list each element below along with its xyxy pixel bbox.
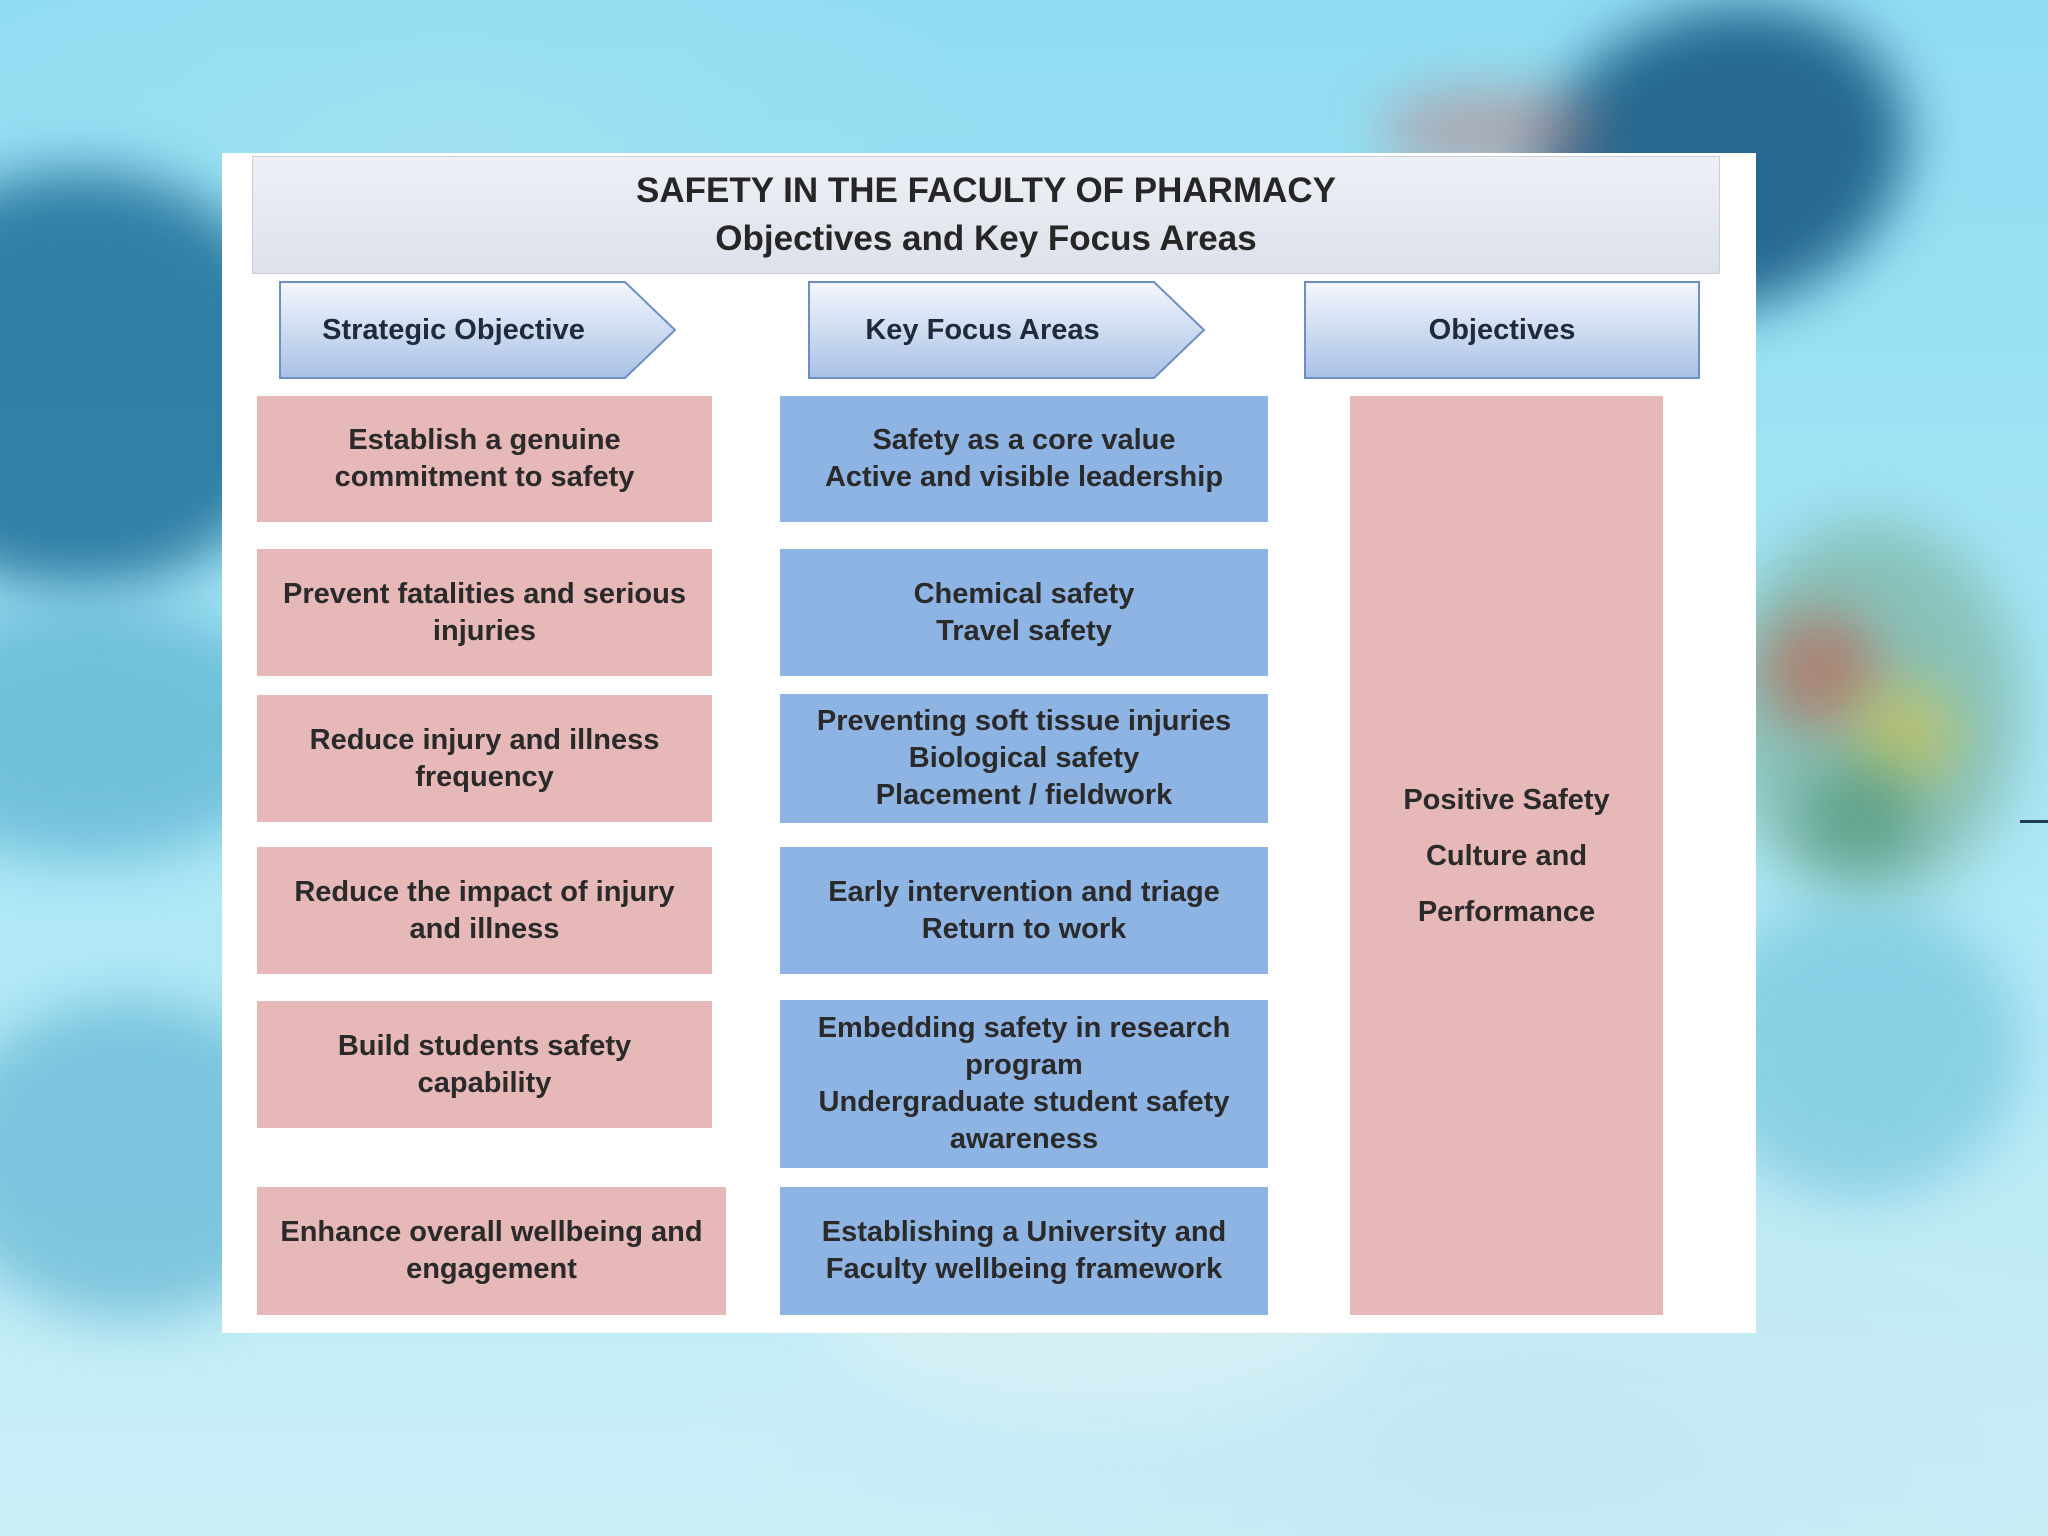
- box-text-line: Build students safety: [337, 1029, 632, 1062]
- chevron-arrow-shape: [279, 281, 677, 379]
- key-focus-area-box: Early intervention and triage Return to …: [780, 847, 1268, 974]
- objective-box: Positive Safety Culture and Performance: [1350, 396, 1663, 1315]
- box-text-line: awareness: [949, 1123, 1099, 1155]
- key-focus-areas-header: Key Focus Areas: [806, 279, 1209, 381]
- chevron-arrow-shape: [808, 281, 1206, 379]
- box-text-line: and illness: [409, 912, 560, 945]
- strategic-objective-box: Enhance overall wellbeing and engagement: [257, 1187, 726, 1315]
- box-text-line: Prevent fatalities and serious: [283, 577, 686, 610]
- key-focus-area-box: Chemical safety Travel safety: [780, 549, 1268, 676]
- strategic-objective-header: Strategic Objective: [277, 279, 680, 381]
- key-focus-area-box: Establishing a University and Faculty we…: [780, 1187, 1268, 1315]
- box-text-line: Chemical safety: [913, 577, 1135, 610]
- diagram-subtitle: Objectives and Key Focus Areas: [715, 219, 1257, 258]
- box-text-line: commitment to safety: [334, 461, 635, 493]
- key-focus-areas-header-label: Key Focus Areas: [865, 313, 1100, 346]
- key-focus-area-box: Safety as a core value Active and visibl…: [780, 396, 1268, 522]
- box-text-line: Preventing soft tissue injuries: [816, 705, 1232, 737]
- box-text-line: Performance: [1417, 895, 1596, 928]
- box-text-line: Faculty wellbeing framework: [825, 1253, 1223, 1285]
- objectives-header: Objectives: [1302, 279, 1702, 381]
- box-text-line: Establish a genuine: [348, 424, 621, 456]
- strategic-objective-box: Establish a genuine commitment to safety: [257, 396, 712, 522]
- box-text-line: Reduce the impact of injury: [294, 875, 675, 908]
- strategic-objective-box: Reduce the impact of injury and illness: [257, 847, 712, 974]
- box-text-line: Establishing a University and: [821, 1216, 1227, 1248]
- strategic-objective-box: Prevent fatalities and serious injuries: [257, 549, 712, 676]
- box-text-line: program: [965, 1049, 1083, 1081]
- box-text-line: engagement: [406, 1253, 577, 1285]
- box-text-line: Embedding safety in research: [817, 1012, 1231, 1044]
- box-text-line: Culture and: [1425, 839, 1588, 872]
- box-text-line: Enhance overall wellbeing and: [280, 1216, 703, 1248]
- diagram-title-banner: SAFETY IN THE FACULTY OF PHARMACY Object…: [252, 156, 1720, 274]
- strategic-objective-header-label: Strategic Objective: [322, 313, 585, 346]
- box-text-line: Biological safety: [908, 742, 1140, 774]
- box-text-line: Placement / fieldwork: [875, 779, 1173, 811]
- slide-card: SAFETY IN THE FACULTY OF PHARMACY Object…: [222, 153, 1756, 1333]
- box-text-line: Undergraduate student safety: [818, 1086, 1230, 1118]
- key-focus-area-box: Preventing soft tissue injuries Biologic…: [780, 694, 1268, 823]
- box-text-line: frequency: [415, 760, 554, 793]
- box-text-line: Travel safety: [936, 614, 1112, 647]
- box-text-line: Reduce injury and illness: [309, 723, 660, 756]
- key-focus-area-box: Embedding safety in research program Und…: [780, 1000, 1268, 1168]
- box-text-line: Return to work: [921, 912, 1127, 945]
- rectangle-header-shape: [1304, 281, 1700, 379]
- strategic-objective-box: Build students safety capability: [257, 1001, 712, 1128]
- strategic-objective-box: Reduce injury and illness frequency: [257, 695, 712, 822]
- box-text-line: Active and visible leadership: [824, 461, 1224, 493]
- objectives-header-label: Objectives: [1428, 313, 1576, 346]
- box-text-line: Early intervention and triage: [828, 875, 1220, 908]
- box-text-line: capability: [417, 1066, 552, 1099]
- box-text-line: Positive Safety: [1403, 783, 1610, 816]
- box-text-line: injuries: [432, 614, 537, 647]
- box-text-line: Safety as a core value: [872, 424, 1176, 456]
- diagram-title: SAFETY IN THE FACULTY OF PHARMACY: [635, 171, 1337, 210]
- edge-tick-mark: [2020, 820, 2048, 823]
